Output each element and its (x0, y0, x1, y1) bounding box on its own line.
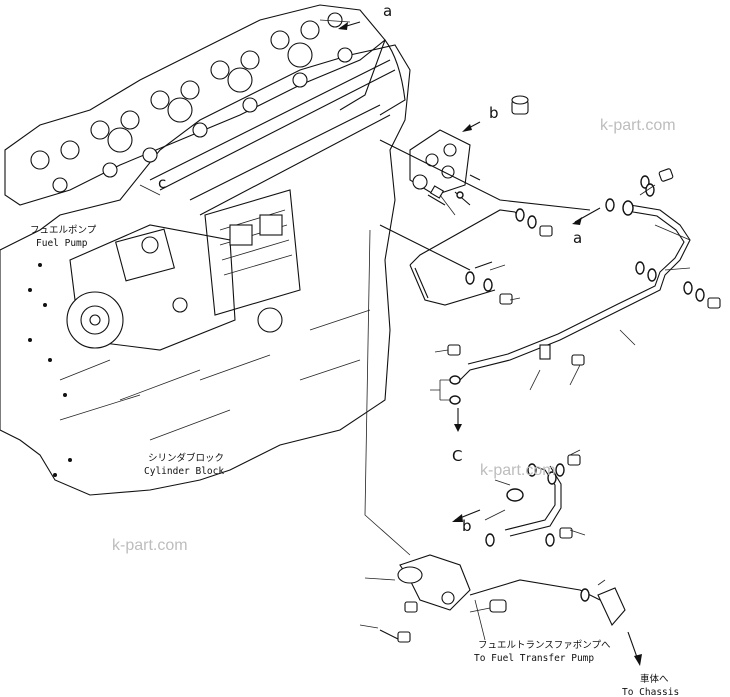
ecm-unit (204, 189, 301, 333)
chassis-jp: 車体へ (640, 673, 669, 685)
fuel-pump-en: Fuel Pump (36, 238, 88, 249)
label-a-mid: a (573, 229, 582, 247)
fuel-pump-jp: フュエルポンプ (30, 225, 97, 236)
cylinder-block-jp: シリンダブロック (148, 452, 224, 464)
label-c-bottom: C (452, 447, 462, 465)
label-a-top: a (383, 2, 392, 20)
head-bolts (30, 12, 353, 193)
transfer-pump-en: To Fuel Transfer Pump (474, 653, 594, 664)
transfer-pump-jp: フュエルトランスファポンプへ (478, 640, 611, 651)
label-c-left: c (158, 174, 166, 192)
fuel-pump-body (66, 224, 236, 351)
label-b-bottom: b (462, 517, 472, 535)
lower-bracket (379, 554, 471, 643)
fuel-lines (359, 95, 721, 666)
filter-head (409, 129, 471, 196)
watermark-middle: k-part.com (480, 462, 556, 479)
block-dots (28, 263, 72, 477)
cylinder-block-en: Cylinder Block (144, 466, 224, 477)
watermark-top-right: k-part.com (600, 117, 676, 134)
label-b-top: b (489, 104, 499, 122)
watermark-bottom-left: k-part.com (112, 537, 188, 554)
cap-plug (511, 95, 529, 115)
chassis-en: To Chassis (622, 687, 679, 697)
engine-assembly (0, 4, 411, 496)
